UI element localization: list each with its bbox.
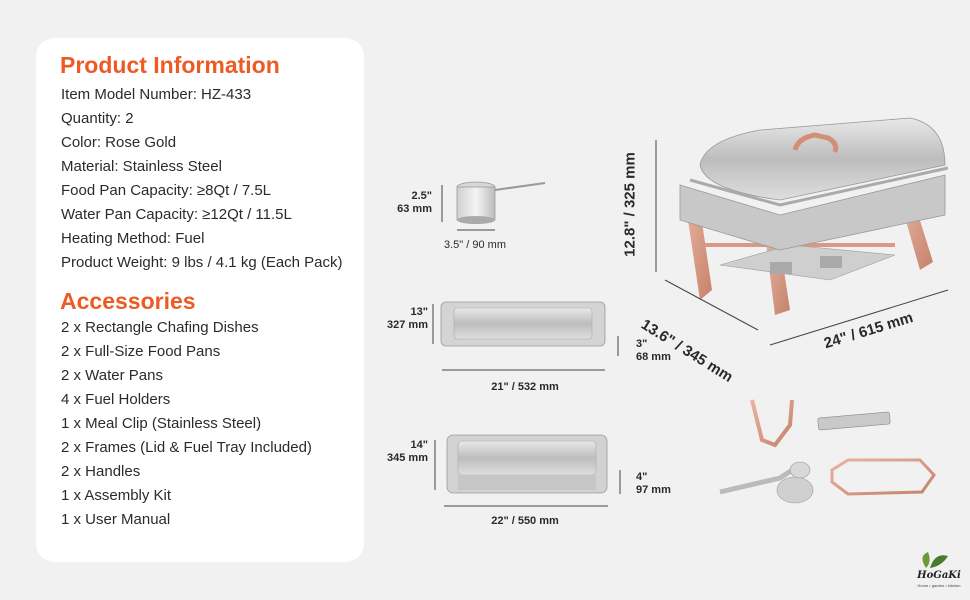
- accessory-parts-image: [719, 399, 936, 504]
- dim-line: [664, 279, 759, 331]
- water-pan-width-in: 14": [410, 439, 428, 451]
- brand-tagline: Home • garden • kitchen: [917, 583, 961, 588]
- chafing-dish-image: [679, 117, 949, 315]
- accessory-item: 2 x Water Pans: [61, 367, 163, 384]
- brand-logo-icon: [922, 552, 948, 568]
- food-pan-width-in: 13": [410, 306, 428, 318]
- brand-name: HoGaKi: [917, 570, 961, 581]
- accessory-item: 2 x Full-Size Food Pans: [61, 343, 221, 360]
- accessory-item: 4 x Fuel Holders: [61, 391, 171, 408]
- chafing-dish-height: 12.8" / 325 mm: [621, 152, 639, 257]
- fuel-holder-diameter: 3.5" / 90 mm: [444, 239, 506, 251]
- food-pan-width: 13" 327 mm: [370, 306, 428, 332]
- info-item: Color: Rose Gold: [61, 134, 177, 151]
- water-pan-width: 14" 345 mm: [370, 439, 428, 465]
- food-pan-depth-in: 3": [636, 338, 648, 350]
- info-item: Quantity: 2: [61, 110, 134, 127]
- fuel-holder-height-mm: 63 mm: [397, 203, 432, 215]
- accessory-item: 1 x Assembly Kit: [61, 487, 172, 504]
- accessory-item: 1 x User Manual: [61, 511, 171, 528]
- water-pan-image: [446, 434, 608, 494]
- accessory-item: 2 x Frames (Lid & Fuel Tray Included): [61, 439, 312, 456]
- water-pan-depth-in: 4": [636, 471, 648, 483]
- accessories-title: Accessories: [60, 288, 196, 314]
- product-info-card: Product Information Item Model Number: H…: [36, 38, 364, 562]
- product-info-title: Product Information: [60, 52, 280, 78]
- info-item: Item Model Number: HZ-433: [61, 86, 252, 103]
- water-pan-depth: 4" 97 mm: [636, 471, 696, 497]
- info-item: Material: Stainless Steel: [61, 158, 222, 175]
- food-pan-width-mm: 327 mm: [387, 319, 428, 331]
- info-item: Food Pan Capacity: ≥8Qt / 7.5L: [61, 182, 272, 199]
- fuel-holder-image: [456, 181, 546, 224]
- info-item: Product Weight: 9 lbs / 4.1 kg (Each Pac…: [61, 254, 343, 271]
- info-item: Water Pan Capacity: ≥12Qt / 11.5L: [61, 206, 292, 223]
- water-pan-depth-mm: 97 mm: [636, 484, 671, 496]
- accessory-item: 2 x Handles: [61, 463, 141, 480]
- water-pan-length: 22" / 550 mm: [491, 515, 559, 527]
- dim-line: [769, 289, 949, 346]
- info-item: Heating Method: Fuel: [61, 230, 205, 247]
- accessory-item: 2 x Rectangle Chafing Dishes: [61, 319, 259, 336]
- food-pan-depth: 3" 68 mm: [636, 338, 696, 364]
- accessories-list: 2 x Rectangle Chafing Dishes 2 x Full-Si…: [61, 316, 312, 532]
- food-pan-depth-mm: 68 mm: [636, 351, 671, 363]
- product-info-list: Item Model Number: HZ-433 Quantity: 2 Co…: [61, 83, 343, 275]
- water-pan-width-mm: 345 mm: [387, 452, 428, 464]
- food-pan-image: [440, 301, 606, 347]
- food-pan-length: 21" / 532 mm: [491, 381, 559, 393]
- fuel-holder-height: 2.5" 63 mm: [380, 190, 432, 216]
- fuel-holder-height-in: 2.5": [411, 190, 432, 202]
- accessory-item: 1 x Meal Clip (Stainless Steel): [61, 415, 262, 432]
